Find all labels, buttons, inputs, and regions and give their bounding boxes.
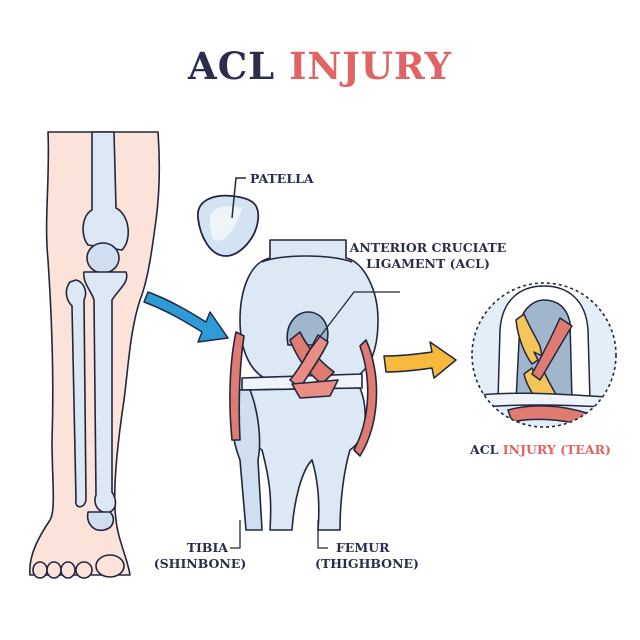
meniscus-ligament xyxy=(291,379,339,399)
leg-patella xyxy=(86,242,120,274)
blue-arrow-icon xyxy=(143,291,229,343)
acl-tear-magnified xyxy=(471,282,617,428)
label-acl-line1: ANTERIOR CRUCIATE xyxy=(349,240,507,255)
leg-femur xyxy=(82,131,129,251)
leg-ankle xyxy=(86,511,115,532)
yellow-arrow-icon xyxy=(383,341,457,379)
lcl-ligament xyxy=(353,339,378,457)
label-femur: FEMUR (THIGHBONE) xyxy=(312,540,422,572)
label-tibia-line1: TIBIA xyxy=(186,540,228,555)
magnifier-circle xyxy=(471,282,617,428)
patella-illustration xyxy=(197,177,260,257)
title-injury: INJURY xyxy=(289,44,452,88)
label-femur-line1: FEMUR xyxy=(336,540,390,555)
knee-joint-illustration xyxy=(229,239,400,549)
label-tibia-line2: (SHINBONE) xyxy=(153,556,247,571)
torn-acl xyxy=(515,313,543,365)
label-injury-acl: ACL xyxy=(470,442,499,457)
page-title: ACL INJURY xyxy=(0,44,640,88)
label-patella: PATELLA xyxy=(250,171,314,186)
leg-fibula xyxy=(65,279,87,508)
label-acl-line2: LIGAMENT (ACL) xyxy=(366,256,490,271)
title-acl: ACL xyxy=(188,44,276,88)
patella-leader-line xyxy=(231,177,246,219)
femur-leader-line xyxy=(317,520,328,549)
label-tibia: TIBIA (SHINBONE) xyxy=(150,540,250,572)
leg-illustration xyxy=(29,131,161,579)
label-acl-injury: ACL INJURY (TEAR) xyxy=(470,442,611,458)
label-femur-line2: (THIGHBONE) xyxy=(315,556,419,571)
label-injury-tear: INJURY (TEAR) xyxy=(502,442,611,457)
mcl-ligament xyxy=(229,331,245,441)
acl-leader-line xyxy=(305,291,400,356)
tibia-leader-line xyxy=(230,520,241,549)
leg-toes xyxy=(32,554,125,579)
label-acl: ANTERIOR CRUCIATE LIGAMENT (ACL) xyxy=(338,240,518,272)
